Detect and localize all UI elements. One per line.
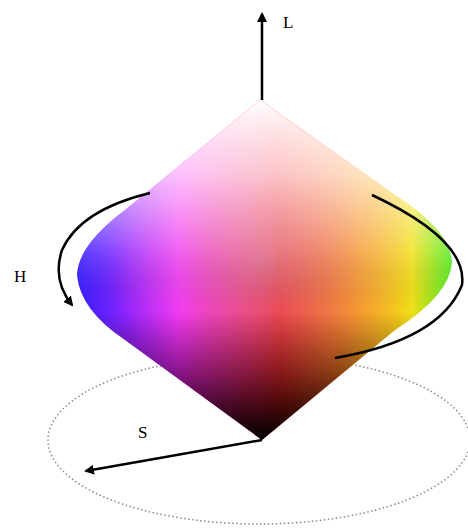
axis-label: L (283, 14, 293, 31)
h-arrow-right (335, 195, 462, 358)
l-axis-arrow (261, 14, 264, 100)
axis-label: S (138, 424, 147, 441)
color-solid (60, 90, 460, 450)
h-arrow-left (59, 193, 150, 305)
axis-label: H (14, 268, 26, 285)
s-axis-arrow (86, 440, 262, 471)
